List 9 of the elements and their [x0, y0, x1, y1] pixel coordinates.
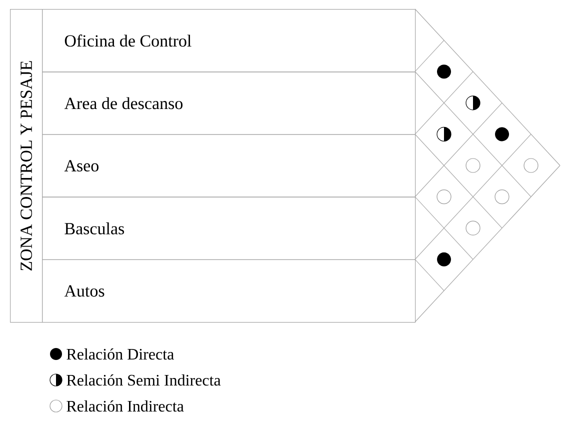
zone-label-band: ZONA CONTROL Y PESAJE — [10, 9, 43, 323]
row-box: Autos — [42, 259, 416, 323]
legend-text: Relación Indirecta — [66, 400, 184, 412]
row-box: Basculas — [42, 196, 416, 260]
row-box: Aseo — [42, 134, 416, 198]
row-box: Area de descanso — [42, 72, 416, 135]
row-box: Oficina de Control — [42, 9, 416, 72]
legend-text: Relación Directa — [66, 348, 174, 360]
legend-text: Relación Semi Indirecta — [66, 374, 221, 386]
